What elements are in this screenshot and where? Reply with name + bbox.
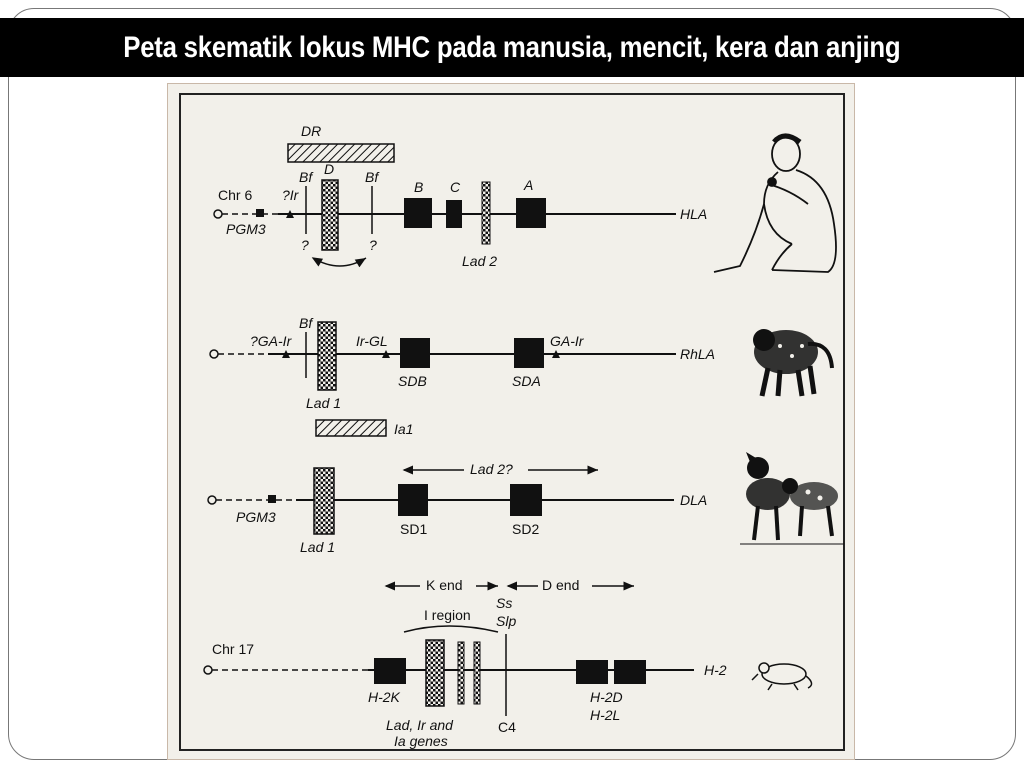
ia1-label: Ia1 [394, 421, 413, 437]
hla-pgm3-marker [256, 209, 264, 217]
h2-locus-label: H-2 [704, 662, 727, 678]
dla-sd2-locus [510, 484, 542, 516]
hla-bf-left-label: Bf [299, 169, 314, 185]
k-end-label: K end [426, 577, 463, 593]
dla-sd1-locus [398, 484, 428, 516]
hla-b-locus [404, 198, 432, 228]
rhla-ga-ir-right-marker [552, 350, 560, 358]
hla-pgm3-label: PGM3 [226, 221, 266, 237]
hla-d-region-box [321, 179, 339, 251]
hla-c-locus [446, 200, 462, 228]
h2-centromere-marker [203, 665, 213, 675]
rhla-sdb-label: SDB [398, 373, 427, 389]
hla-lad2-label: Lad 2 [462, 253, 497, 269]
hla-bf-right-label: Bf [365, 169, 380, 185]
lad2q-label: Lad 2? [470, 461, 513, 477]
h2-chr-label: Chr 17 [212, 641, 254, 657]
d-end-bg [538, 576, 592, 594]
dr-label: DR [301, 123, 321, 139]
rhla-sdb-locus [400, 338, 430, 368]
mouse-illustration [751, 662, 813, 691]
c4-label: C4 [498, 719, 516, 735]
ia-region-box-2 [457, 641, 465, 705]
hla-d-label: D [324, 161, 334, 177]
rhla-locus-label: RhLA [680, 346, 715, 362]
hla-q-left-label: ? [301, 237, 309, 253]
dla-sd1-label: SD1 [400, 521, 427, 537]
rhla-ir-gl-label: Ir-GL [356, 333, 388, 349]
rhla-ga-ir-right-label: GA-Ir [550, 333, 585, 349]
hla-lad2-box [481, 181, 491, 245]
hla-centromere-marker [213, 209, 223, 219]
rhla-ga-ir-left-marker [282, 350, 290, 358]
h2l-locus [614, 660, 646, 684]
h2k-locus [374, 658, 406, 684]
hla-chr-label: Chr 6 [218, 187, 252, 203]
hla-q-right-label: ? [369, 237, 377, 253]
dla-map: Ia1 Lad 2? PGM3 Lad 1 SD1 SD2 DLA [207, 419, 844, 555]
h2k-label: H-2K [368, 689, 401, 705]
hla-b-label: B [414, 179, 423, 195]
hla-ir-label: ?Ir [282, 187, 300, 203]
title-bar: Peta skematik lokus MHC pada manusia, me… [0, 18, 1024, 77]
ia-region-box-3 [473, 641, 481, 705]
ia-region-box-1 [425, 639, 445, 707]
h2-map: K end D end Ss Slp I region Chr 17 H-2K … [203, 576, 813, 749]
ss-label: Ss [496, 595, 512, 611]
hla-locus-label: HLA [680, 206, 707, 222]
d-end-label: D end [542, 577, 579, 593]
h2d-locus [576, 660, 608, 684]
dogs-illustration [740, 452, 844, 545]
hla-bf-arc-arrow [311, 257, 367, 268]
monkey-illustration [753, 329, 834, 397]
dla-sd2-label: SD2 [512, 521, 539, 537]
hla-c-label: C [450, 179, 461, 195]
dla-pgm3-marker [268, 495, 276, 503]
h2l-label: H-2L [590, 707, 620, 723]
rhla-lad1-label: Lad 1 [306, 395, 341, 411]
mhc-map-figure: DR Chr 6 PGM3 ?Ir Bf D Bf ? ? B C Lad 2 … [167, 83, 855, 760]
slide-title: Peta skematik lokus MHC pada manusia, me… [123, 30, 901, 64]
human-illustration [713, 133, 837, 273]
k-end-bg [420, 576, 476, 594]
rhla-ir-gl-marker [382, 350, 390, 358]
rhla-bf-label: Bf [299, 315, 314, 331]
slp-label: Slp [496, 613, 516, 629]
dla-locus-label: DLA [680, 492, 707, 508]
i-region-label: I region [424, 607, 471, 623]
rhla-centromere-marker [209, 349, 219, 359]
rhla-ga-ir-left-label: ?GA-Ir [250, 333, 293, 349]
hla-ir-marker [286, 210, 294, 218]
rhla-sda-label: SDA [512, 373, 541, 389]
dr-region-bar [287, 143, 395, 163]
rhla-sda-locus [514, 338, 544, 368]
dla-centromere-marker [207, 495, 217, 505]
rhla-map: ?GA-Ir Bf Lad 1 Ir-GL SDB SDA GA-Ir RhLA [209, 315, 834, 411]
dla-lad1-box [313, 467, 335, 535]
lad2q-bg [464, 460, 528, 478]
hla-a-locus [516, 198, 546, 228]
ia-genes-label: Ia genes [394, 733, 448, 749]
figure-inner-border [179, 93, 845, 751]
h2d-label: H-2D [590, 689, 623, 705]
lad-ir-and-label: Lad, Ir and [386, 717, 454, 733]
dla-lad1-label: Lad 1 [300, 539, 335, 555]
rhla-lad1-box [317, 321, 337, 391]
hla-a-label: A [523, 177, 533, 193]
hla-map: DR Chr 6 PGM3 ?Ir Bf D Bf ? ? B C Lad 2 … [213, 123, 837, 273]
ia1-region-bar [315, 419, 387, 437]
i-region-bracket [403, 625, 499, 633]
dla-pgm3-label: PGM3 [236, 509, 276, 525]
